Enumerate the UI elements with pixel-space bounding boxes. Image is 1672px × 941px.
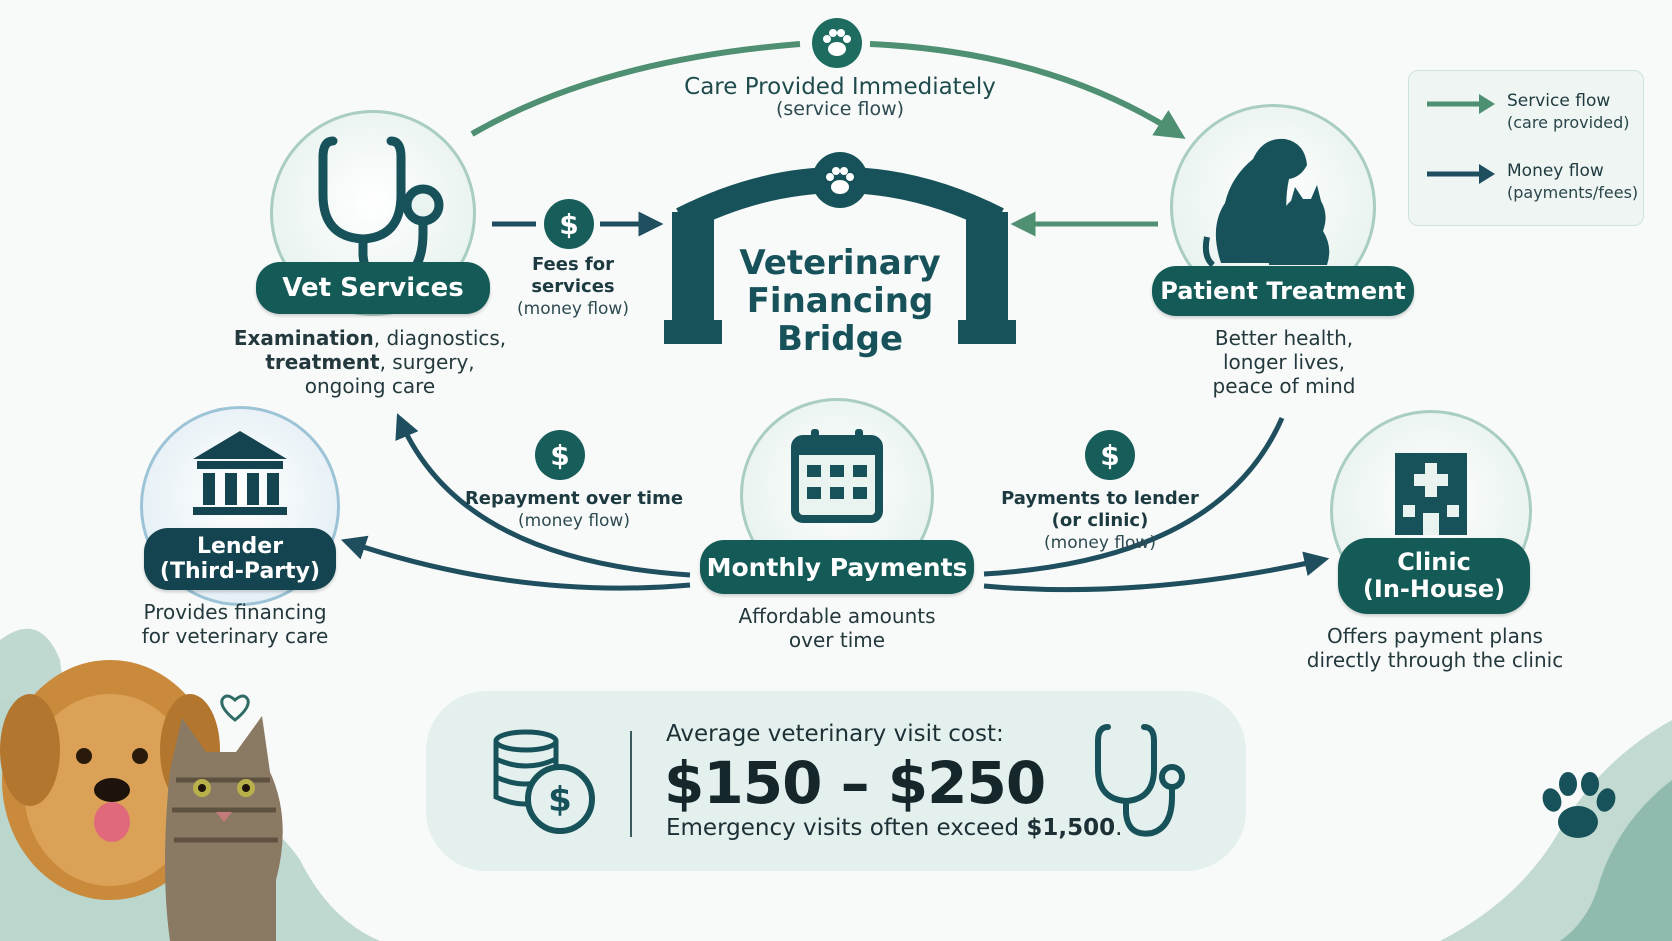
patient-to-monthly — [983, 416, 1285, 577]
paw-icon — [823, 29, 851, 56]
cost-note: Emergency visits often exceed $1,500. — [666, 815, 1123, 841]
cost-title: Average veterinary visit cost: — [666, 721, 1004, 747]
legend: Service flow (care provided) Money flow … — [1408, 70, 1644, 226]
monthly-to-clinic — [983, 551, 1330, 593]
hospital-icon — [1395, 453, 1467, 535]
patient-treatment-desc: Better health, longer lives, peace of mi… — [1212, 326, 1356, 398]
care-arc-left — [470, 41, 801, 137]
monthly-payments-pill: Monthly Payments — [700, 540, 974, 594]
cost-divider — [630, 731, 632, 837]
top-paw-badge — [812, 18, 862, 68]
monthly-to-lender — [340, 535, 691, 591]
vet-services-desc: Examination, diagnostics, treatment, sur… — [233, 326, 507, 398]
vet-services-pill: Vet Services — [256, 262, 490, 314]
payments-flow-label: Payments to lender (or clinic) (money fl… — [1001, 488, 1199, 553]
legend-service-arrow — [1427, 94, 1495, 114]
stethoscope-icon — [1095, 724, 1185, 837]
fees-flow-label: Fees for services (money flow) — [517, 254, 629, 319]
calendar-icon — [791, 429, 883, 523]
dog-cat-silhouette-icon — [1202, 138, 1330, 268]
payments-dollar-badge: $ — [1085, 430, 1135, 480]
repayment-curve — [395, 413, 691, 578]
bridge-title: Veterinary Financing Bridge — [739, 243, 941, 359]
heart-icon — [220, 694, 250, 722]
bank-icon — [193, 431, 287, 515]
fees-dollar-badge: $ — [544, 199, 594, 249]
repayment-flow-label: Repayment over time (money flow) — [464, 488, 684, 531]
patient-treatment-pill: Patient Treatment — [1152, 266, 1414, 316]
bridge-arch-icon — [664, 152, 1016, 344]
cost-range: $150 – $250 — [664, 749, 1046, 817]
cost-panel: $ Average veterinary visit cost: $150 – … — [426, 691, 1246, 871]
lender-desc: Provides financing for veterinary care — [141, 600, 329, 648]
paw-icon — [1542, 772, 1616, 838]
clinic-pill: Clinic (In-House) — [1338, 538, 1530, 614]
lender-pill: Lender (Third-Party) — [144, 528, 336, 590]
repayment-dollar-badge: $ — [535, 430, 585, 480]
legend-service: Service flow (care provided) — [1507, 91, 1630, 132]
care-flow-label: Care Provided Immediately (service flow) — [684, 74, 996, 121]
legend-money: Money flow (payments/fees) — [1507, 161, 1639, 202]
coins-icon: $ — [493, 729, 595, 834]
pets-illustration — [0, 660, 283, 941]
monthly-payments-desc: Affordable amounts over time — [738, 604, 936, 652]
care-arc-right — [869, 41, 1186, 139]
clinic-desc: Offers payment plans directly through th… — [1306, 624, 1564, 672]
coin-symbol: $ — [548, 780, 572, 820]
legend-money-arrow — [1427, 164, 1495, 184]
